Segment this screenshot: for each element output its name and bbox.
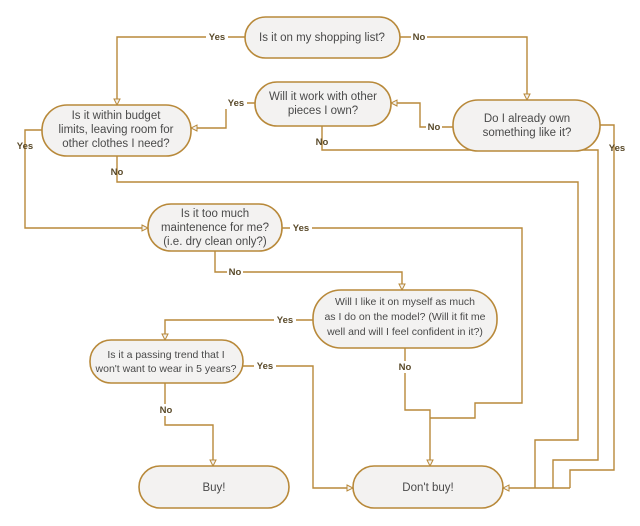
edges bbox=[24, 36, 615, 488]
label-maint-no: No bbox=[229, 267, 242, 278]
label-like-no: No bbox=[399, 362, 412, 373]
node-dont-buy: Don't buy! bbox=[352, 465, 504, 509]
edge-labels: Yes No No Yes No No Yes Yes Yes No Yes N… bbox=[17, 31, 625, 416]
edge-list-yes bbox=[117, 36, 245, 105]
node-shopping-list: Is it on my shopping list? bbox=[244, 16, 401, 59]
edge-trend-yes bbox=[243, 365, 353, 488]
edge-budget-no bbox=[116, 155, 579, 488]
label-like-yes: Yes bbox=[277, 315, 293, 326]
label-work-yes: Yes bbox=[228, 98, 244, 109]
label-own-no: No bbox=[428, 122, 441, 133]
edge-work-no bbox=[321, 125, 599, 488]
svg-text:Don't buy!: Don't buy! bbox=[402, 482, 453, 494]
svg-text:Buy!: Buy! bbox=[202, 482, 225, 494]
label-budget-no: No bbox=[111, 167, 124, 178]
edge-budget-yes bbox=[24, 129, 148, 228]
node-buy: Buy! bbox=[138, 465, 290, 509]
svg-text:Is it on my shopping list?: Is it on my shopping list? bbox=[259, 32, 385, 44]
label-trend-no: No bbox=[160, 405, 173, 416]
edge-maint-yes bbox=[282, 227, 523, 419]
label-list-yes: Yes bbox=[209, 32, 225, 43]
edge-list-no bbox=[400, 36, 527, 100]
label-list-no: No bbox=[413, 32, 426, 43]
edge-own-yes bbox=[569, 124, 615, 488]
label-maint-yes: Yes bbox=[293, 223, 309, 234]
edge-own-no bbox=[391, 103, 453, 128]
label-work-no: No bbox=[316, 137, 329, 148]
edge-like-yes bbox=[165, 319, 313, 340]
edge-trend-no bbox=[164, 383, 213, 466]
label-budget-yes: Yes bbox=[17, 141, 33, 152]
label-own-yes: Yes bbox=[609, 143, 625, 154]
edge-like-no bbox=[404, 347, 430, 466]
edge-maint-no bbox=[214, 250, 402, 290]
label-trend-yes: Yes bbox=[257, 361, 273, 372]
